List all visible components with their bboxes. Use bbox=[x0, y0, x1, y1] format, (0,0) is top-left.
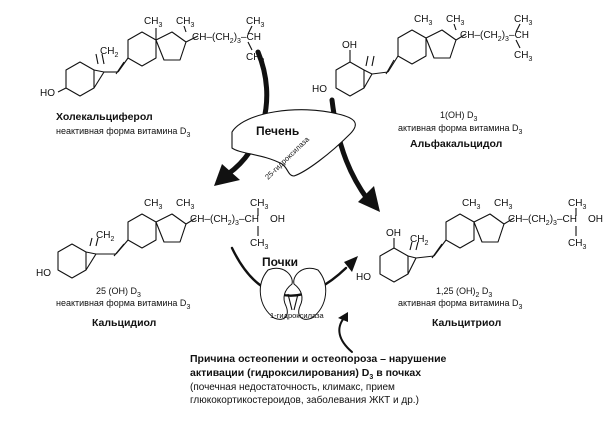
cholecalciferol-ho: HO bbox=[40, 88, 55, 99]
cholecalciferol-ch2: CH bbox=[100, 46, 114, 57]
svg-text:CH3: CH3 bbox=[462, 198, 480, 211]
svg-text:неактивная форма витамина D3: неактивная форма витамина D3 bbox=[56, 126, 190, 139]
liver-label: Печень bbox=[256, 124, 299, 138]
calcitriol-structure: OH HO CH2 CH3 CH3 CH–(CH2)3–CH OH CH3 CH… bbox=[356, 198, 603, 283]
svg-text:CH2: CH2 bbox=[410, 234, 428, 247]
calcidiol-ho: HO bbox=[36, 268, 51, 279]
svg-text:CH3: CH3 bbox=[414, 14, 432, 27]
calcidiol-oh: OH bbox=[270, 214, 285, 225]
calcidiol-name: Кальцидиол bbox=[92, 317, 156, 329]
cholecalciferol-name: Холекальциферол bbox=[56, 111, 153, 123]
calcitriol-oh-1: OH bbox=[386, 228, 401, 239]
svg-text:неактивная форма витамина D3: неактивная форма витамина D3 bbox=[56, 298, 190, 311]
svg-text:активная форма витамина D3: активная форма витамина D3 bbox=[398, 298, 522, 311]
svg-text:CH3: CH3 bbox=[568, 238, 586, 251]
cholecalciferol-form: неактивная форма витамина D bbox=[56, 126, 187, 136]
alfacalcidol-formula: 1(OH) D bbox=[440, 110, 474, 120]
cholecalciferol-sidechain: CH–(CH bbox=[192, 32, 230, 43]
svg-text:CH3: CH3 bbox=[514, 50, 532, 63]
calcidiol-form: неактивная форма витамина D bbox=[56, 298, 187, 308]
svg-text:CH3: CH3 bbox=[144, 16, 162, 29]
svg-text:25 (OH) D3: 25 (OH) D3 bbox=[96, 286, 141, 299]
calcitriol-form: активная форма витамина D bbox=[398, 298, 519, 308]
arrow-note-pointer bbox=[338, 312, 353, 353]
calcitriol-formula: 1,25 (OH) bbox=[436, 286, 476, 296]
note-line-1: Причина остеопении и остеопороза – наруш… bbox=[190, 353, 447, 365]
alfacalcidol-name: Альфакальцидол bbox=[410, 138, 502, 150]
svg-text:1,25 (OH)2 D3: 1,25 (OH)2 D3 bbox=[436, 286, 492, 299]
svg-text:CH–(CH2)3–CH: CH–(CH2)3–CH bbox=[192, 32, 261, 45]
svg-text:CH–(CH2)3–CH: CH–(CH2)3–CH bbox=[190, 214, 259, 227]
svg-text:CH3: CH3 bbox=[250, 198, 268, 211]
svg-text:CH3: CH3 bbox=[176, 198, 194, 211]
cholecalciferol-structure: HO CH2 CH3 CH3 CH–(CH2)3–CH CH3 CH3 bbox=[40, 16, 264, 99]
kidneys-label: Почки bbox=[262, 255, 298, 269]
alfacalcidol-structure: OH HO CH3 CH3 CH–(CH2)3–CH CH3 CH3 bbox=[312, 14, 532, 97]
svg-text:активации (гидроксилирования): активации (гидроксилирования) D3 в почка… bbox=[190, 367, 421, 381]
calcitriol-name: Кальцитриол bbox=[432, 317, 501, 329]
svg-text:CH–(CH2)3–CH: CH–(CH2)3–CH bbox=[460, 30, 529, 43]
note-line-4: глюкокортикостероидов, заболевания ЖКТ и… bbox=[190, 394, 419, 406]
svg-text:активная форма витамина D3: активная форма витамина D3 bbox=[398, 123, 522, 136]
kidneys-enzyme-label: 1-гидроксилаза bbox=[270, 311, 325, 320]
svg-text:CH2: CH2 bbox=[96, 230, 114, 243]
cholecalciferol-ch3: CH bbox=[144, 16, 158, 27]
osteoporosis-note: Причина остеопении и остеопороза – наруш… bbox=[190, 353, 447, 406]
svg-text:CH3: CH3 bbox=[446, 14, 464, 27]
note-line-2: активации (гидроксилирования) D bbox=[190, 367, 370, 379]
alfacalcidol-form: активная форма витамина D bbox=[398, 123, 519, 133]
alfacalcidol-oh: OH bbox=[342, 40, 357, 51]
svg-text:CH3: CH3 bbox=[250, 238, 268, 251]
svg-text:CH3: CH3 bbox=[176, 16, 194, 29]
note-line-3: (почечная недостаточность, климакс, прие… bbox=[190, 382, 395, 393]
kidneys-organ: Почки 1-гидроксилаза bbox=[259, 255, 327, 320]
svg-text:CH3: CH3 bbox=[246, 16, 264, 29]
svg-text:CH3: CH3 bbox=[514, 14, 532, 27]
svg-text:CH3: CH3 bbox=[494, 198, 512, 211]
svg-text:CH2: CH2 bbox=[100, 46, 118, 59]
calcitriol-ho: HO bbox=[356, 272, 371, 283]
svg-text:1(OH) D3: 1(OH) D3 bbox=[440, 110, 478, 123]
calcidiol-structure: HO CH2 CH3 CH3 CH–(CH2)3–CH OH CH3 CH3 bbox=[36, 198, 285, 279]
svg-text:CH3: CH3 bbox=[246, 52, 264, 65]
svg-text:CH–(CH2)3–CH: CH–(CH2)3–CH bbox=[508, 214, 577, 227]
calcidiol-formula: 25 (OH) D bbox=[96, 286, 138, 296]
svg-text:CH3: CH3 bbox=[568, 198, 586, 211]
calcitriol-oh-25: OH bbox=[588, 214, 603, 225]
alfacalcidol-ho: HO bbox=[312, 84, 327, 95]
svg-text:CH3: CH3 bbox=[144, 198, 162, 211]
liver-organ: Печень 25-гидроксилаза bbox=[231, 109, 356, 181]
